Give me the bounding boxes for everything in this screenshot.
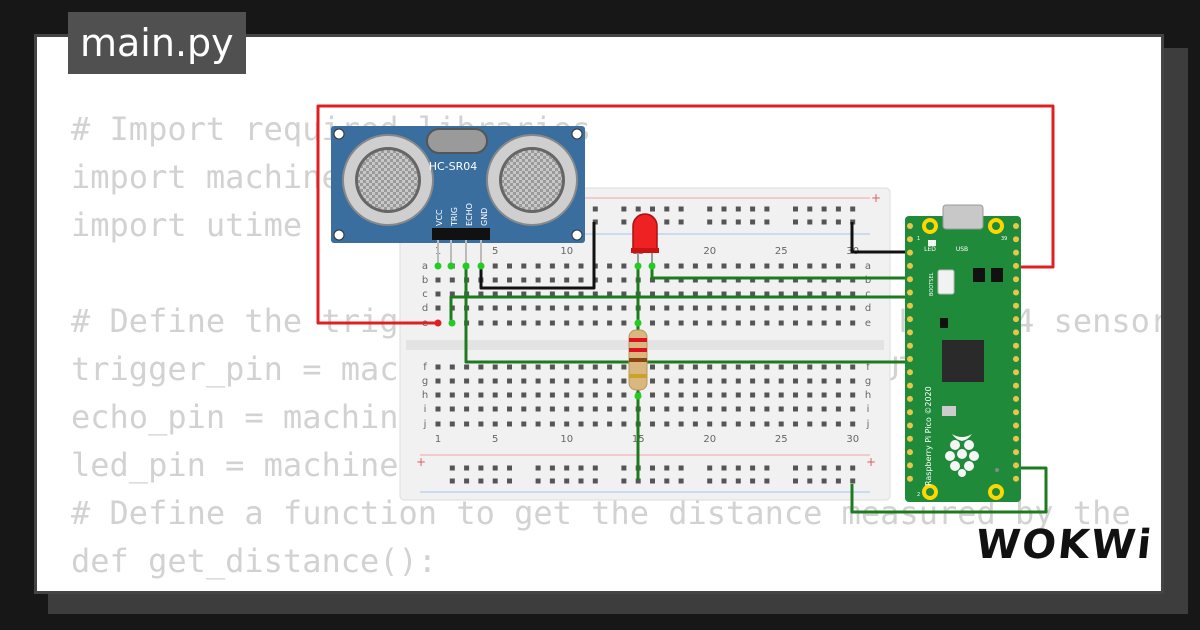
breadboard-label: g <box>865 376 871 387</box>
sensor-pin-label: VCC <box>435 209 444 226</box>
raspberry-logo-icon <box>945 434 979 477</box>
breadboard-label: a <box>422 261 428 272</box>
wire-pico-gnd-green <box>850 466 1048 514</box>
mount-hole-icon <box>571 128 583 140</box>
code-editor[interactable]: # Import required librariesimport machin… <box>71 105 1161 591</box>
breadboard-label: 1 <box>435 434 441 445</box>
bootsel-button[interactable] <box>937 269 955 295</box>
sensor-pin-label: TRIG <box>450 207 459 227</box>
usb-port-icon <box>942 204 984 230</box>
code-line: def get_distance(): <box>71 542 438 580</box>
wire-trig-green <box>449 295 912 323</box>
pico-pin-headers <box>907 223 1019 482</box>
breadboard-label: h <box>865 390 871 401</box>
breadboard-label: j <box>423 419 427 430</box>
resistor[interactable] <box>628 329 648 391</box>
breadboard-label: b <box>422 275 428 286</box>
breadboard-label: h <box>422 390 428 401</box>
pico-board-label: Raspberry Pi Pico ©2020 <box>924 386 933 486</box>
breadboard-label: 30 <box>846 434 859 445</box>
breadboard-label: g <box>422 376 428 387</box>
wire-gnd-black-pico <box>850 222 912 254</box>
breadboard-label: b <box>865 275 871 286</box>
usb-label: USB <box>956 246 968 253</box>
breadboard-label: c <box>865 289 871 300</box>
rail-plus-label: + <box>416 455 426 469</box>
led-label: LED <box>924 246 936 253</box>
filename-tab[interactable]: main.py <box>68 12 246 74</box>
breadboard-label: a <box>865 261 871 272</box>
breadboard-label: 10 <box>560 246 573 257</box>
rail-plus-label: + <box>871 191 881 205</box>
bootsel-label: BOOTSEL <box>929 272 935 296</box>
breadboard-label: f <box>423 362 427 373</box>
mount-hole-icon <box>571 229 583 241</box>
breadboard-label: j <box>866 419 870 430</box>
sensor-pin-label: ECHO <box>465 203 474 226</box>
sensor-label: HC-SR04 <box>429 160 478 173</box>
breadboard-label: 5 <box>492 246 498 257</box>
breadboard-label: 5 <box>492 434 498 445</box>
breadboard-label: d <box>422 303 428 314</box>
sensor-pin-label: GND <box>480 208 489 226</box>
red-led[interactable] <box>631 213 659 266</box>
pin-number-label: 39 <box>1001 236 1007 242</box>
breadboard-label: 25 <box>775 246 788 257</box>
transducer-left-icon <box>342 134 434 226</box>
wokwi-logo: WOKWi <box>973 522 1156 568</box>
breadboard-label: i <box>424 404 427 415</box>
pin-number-label: 1 <box>917 236 920 242</box>
code-line: import utime <box>71 206 303 244</box>
code-line: # Set the trigger pin to high for 10 mic… <box>71 585 1161 591</box>
connection-points <box>434 262 656 400</box>
raspberry-pi-pico[interactable]: USB LED 1 39 2 BOOTSEL Raspberry Pi Pico… <box>905 204 1021 502</box>
wire-gnd-black <box>479 222 596 290</box>
transducer-right-icon <box>486 134 578 226</box>
breadboard-label: 25 <box>775 434 788 445</box>
breadboard-label: 20 <box>703 434 716 445</box>
pin-number-label: 2 <box>917 492 920 498</box>
breadboard-label: 10 <box>560 434 573 445</box>
breadboard-label: f <box>866 362 870 373</box>
mount-hole-icon <box>333 128 345 140</box>
rp2040-chip-icon <box>942 340 984 382</box>
breadboard-label: e <box>865 318 871 329</box>
hc-sr04-sensor[interactable]: HC-SR04 VCC TRIG ECHO GND <box>331 126 585 266</box>
wire-vcc-red <box>316 104 1055 325</box>
mount-hole-icon <box>333 229 345 241</box>
rail-plus-label: + <box>866 455 876 469</box>
breadboard-label: c <box>422 289 428 300</box>
crystal-icon <box>426 128 488 154</box>
wire-led-green <box>650 266 912 280</box>
breadboard-label: d <box>865 303 871 314</box>
breadboard-label: 20 <box>703 246 716 257</box>
breadboard-label: i <box>867 404 870 415</box>
